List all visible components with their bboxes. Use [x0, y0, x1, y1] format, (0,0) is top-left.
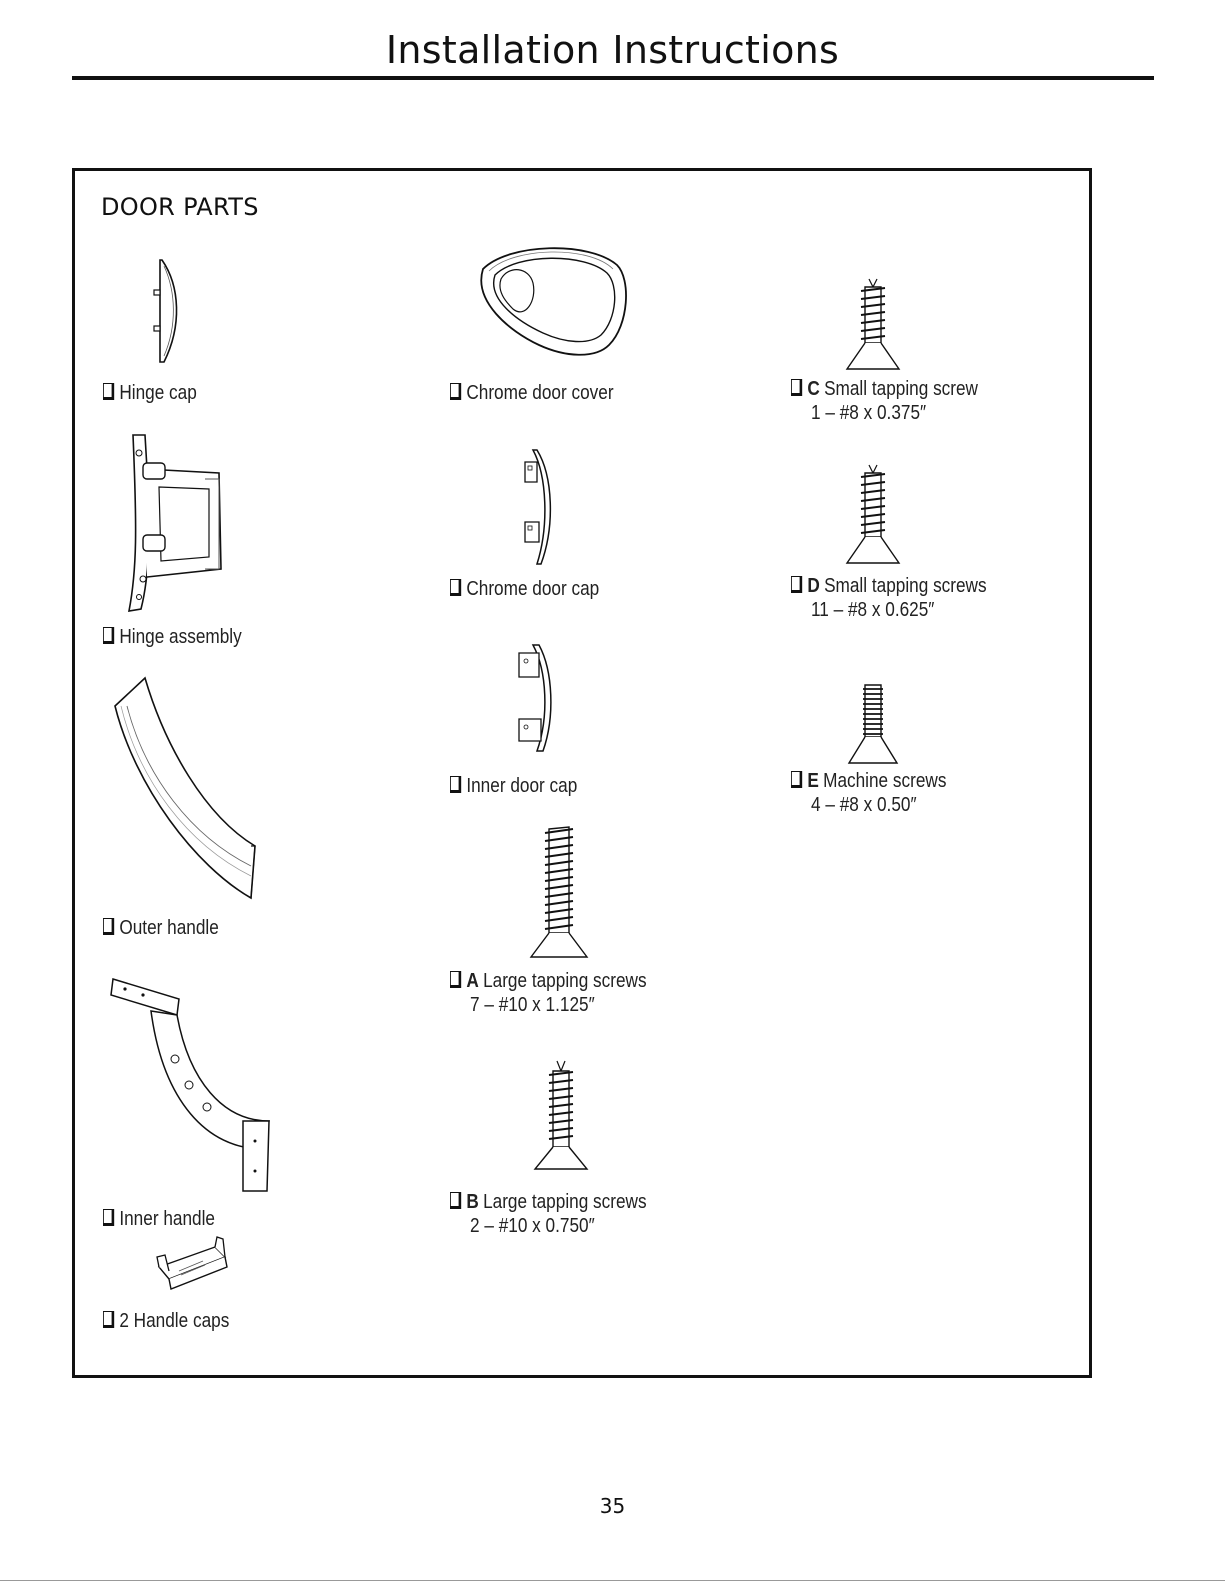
tapping-screw-icon: [531, 1059, 591, 1175]
checkbox-icon: [450, 971, 462, 988]
tapping-screw-icon: [843, 277, 903, 373]
part-screw-d-spec: 11 – #8 x 0.625″: [811, 599, 935, 621]
part-screw-a-spec: 7 – #10 x 1.125″: [470, 994, 595, 1016]
outer-handle-icon: [105, 676, 265, 906]
header-rule: [72, 76, 1154, 80]
page-title: Installation Instructions: [385, 28, 840, 72]
hinge-assembly-icon: [115, 429, 235, 619]
door-parts-box: DOOR PARTS Hinge cap Hinge assembly: [72, 168, 1092, 1378]
checkbox-icon: [103, 1209, 115, 1226]
handle-caps-icon: [155, 1233, 235, 1293]
inner-handle-icon: [103, 971, 273, 1196]
part-screw-c-spec: 1 – #8 x 0.375″: [811, 402, 927, 424]
part-hinge-assembly: Hinge assembly: [103, 625, 242, 649]
tapping-screw-icon: [527, 823, 591, 963]
bottom-rule: [0, 1580, 1225, 1581]
checkbox-icon: [103, 383, 115, 400]
hinge-cap-icon: [150, 256, 190, 366]
page-number: 35: [599, 1494, 626, 1518]
checkbox-icon: [791, 576, 803, 593]
checkbox-icon: [450, 776, 462, 793]
part-chrome-door-cover: Chrome door cover: [450, 381, 614, 405]
door-cap-icon: [515, 446, 565, 566]
part-hinge-cap: Hinge cap: [103, 381, 197, 405]
chrome-door-cover-icon: [469, 239, 633, 363]
part-chrome-door-cap: Chrome door cap: [450, 577, 599, 601]
checkbox-icon: [791, 771, 803, 788]
checkbox-icon: [450, 383, 462, 400]
checkbox-icon: [791, 379, 803, 396]
checkbox-icon: [450, 1192, 462, 1209]
checkbox-icon: [103, 627, 115, 644]
part-screw-e-spec: 4 – #8 x 0.50″: [811, 794, 917, 816]
part-handle-caps: 2 Handle caps: [103, 1309, 229, 1333]
part-screw-b-spec: 2 – #10 x 0.750″: [470, 1215, 595, 1237]
door-cap-icon: [511, 641, 565, 755]
part-inner-door-cap: Inner door cap: [450, 774, 577, 798]
part-outer-handle: Outer handle: [103, 916, 219, 940]
tapping-screw-icon: [845, 681, 901, 767]
checkbox-icon: [103, 918, 115, 935]
tapping-screw-icon: [843, 463, 903, 567]
section-title: DOOR PARTS: [101, 193, 259, 221]
checkbox-icon: [450, 579, 462, 596]
part-inner-handle: Inner handle: [103, 1207, 215, 1231]
checkbox-icon: [103, 1311, 115, 1328]
